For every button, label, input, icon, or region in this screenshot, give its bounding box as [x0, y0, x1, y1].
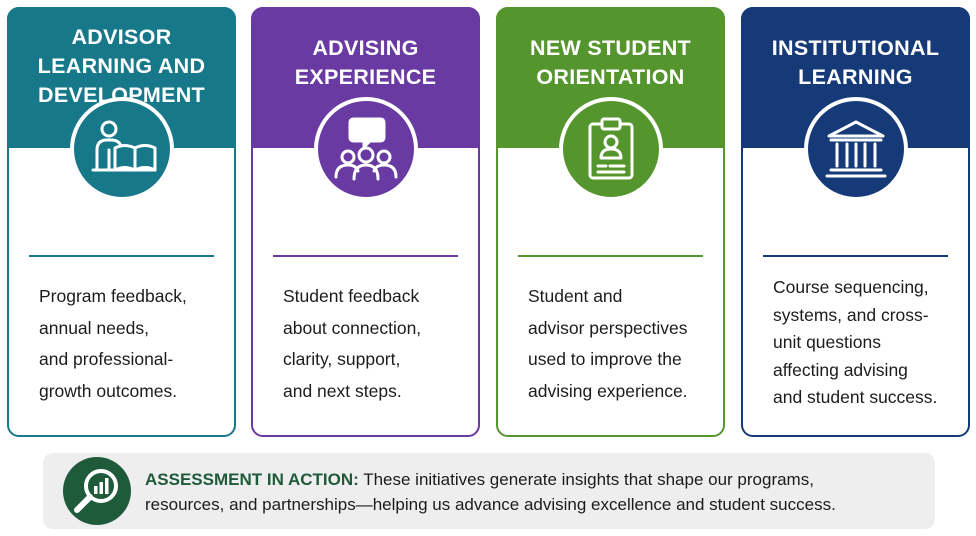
banner-lead: ASSESSMENT IN ACTION: — [145, 470, 359, 489]
description-line: and professional- — [39, 349, 174, 369]
card-header: INSTITUTIONAL LEARNING — [741, 7, 970, 148]
divider — [273, 255, 458, 257]
description-line: affecting advising — [773, 359, 908, 380]
description-line: about connection, — [283, 317, 422, 338]
description-line: clarity, support, — [283, 349, 401, 369]
banner-line-1: These initiatives generate insights that… — [358, 470, 814, 489]
description-line: used to improve the — [528, 349, 682, 369]
reader-book-icon — [69, 97, 174, 201]
description-line: systems, and cross- — [773, 304, 929, 325]
card-title-line: INSTITUTIONAL — [771, 36, 940, 60]
card-title: INSTITUTIONAL LEARNING — [741, 34, 970, 92]
card-title: ADVISING EXPERIENCE — [251, 34, 480, 92]
description-line: annual needs, — [39, 317, 149, 338]
description-line: advisor perspectives — [528, 317, 688, 338]
divider — [29, 255, 214, 257]
card-title-line: LEARNING — [798, 65, 913, 89]
card-title-line: ADVISOR — [71, 25, 172, 49]
description-line: and student success. — [773, 387, 938, 407]
banner-line-2: resources, and partnerships—helping us a… — [145, 495, 836, 514]
card-new-student-orientation: NEW STUDENT ORIENTATION Student and advi… — [496, 7, 725, 437]
banner-text: ASSESSMENT IN ACTION: These initiatives … — [145, 467, 915, 517]
card-description: Student and advisor perspectives used to… — [528, 281, 711, 407]
card-description: Student feedback about connection, clari… — [283, 281, 466, 407]
card-title-line: ADVISING — [312, 36, 419, 60]
divider — [518, 255, 703, 257]
card-advisor-learning: ADVISOR LEARNING AND DEVELOPMENT Program… — [7, 7, 236, 437]
clipboard-profile-icon — [558, 97, 663, 201]
description-line: growth outcomes. — [39, 380, 178, 401]
card-institutional-learning: INSTITUTIONAL LEARNING Course sequencing… — [741, 7, 970, 437]
institution-building-icon — [803, 97, 908, 201]
card-title-line: LEARNING AND — [37, 54, 206, 78]
card-title: NEW STUDENT ORIENTATION — [496, 34, 725, 92]
description-line: Program feedback, — [39, 286, 187, 306]
description-line: Student and — [528, 286, 623, 306]
card-description: Program feedback, annual needs, and prof… — [39, 281, 222, 407]
card-title-line: NEW STUDENT — [530, 36, 691, 60]
card-title-line: ORIENTATION — [536, 65, 685, 89]
assessment-banner: ASSESSMENT IN ACTION: These initiatives … — [43, 453, 935, 529]
magnifier-chart-icon — [61, 455, 133, 527]
card-title: ADVISOR LEARNING AND DEVELOPMENT — [7, 23, 236, 110]
description-line: unit questions — [773, 332, 881, 352]
card-description: Course sequencing, systems, and cross- u… — [773, 274, 956, 412]
card-advising-experience: ADVISING EXPERIENCE Student feedback abo… — [251, 7, 480, 437]
description-line: Course sequencing, — [773, 277, 929, 297]
group-chat-icon — [313, 97, 418, 201]
description-line: and next steps. — [283, 380, 402, 401]
divider — [763, 255, 948, 257]
description-line: Student feedback — [283, 286, 420, 306]
card-title-line: EXPERIENCE — [294, 65, 437, 89]
description-line: advising experience. — [528, 380, 688, 401]
